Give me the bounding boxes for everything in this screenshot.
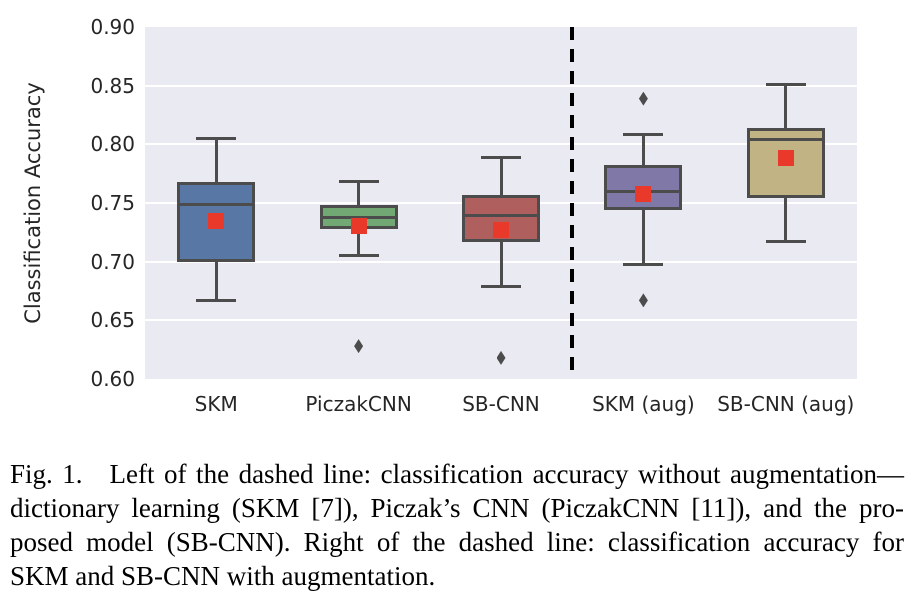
caption-line: SKM and SB-CNN with augmentation. (10, 561, 436, 591)
boxplot-chart: Classification Accuracy 0.90 0.85 0.80 0.75… (21, 15, 857, 416)
y-tick-label: 0.80 (90, 132, 135, 157)
x-tick-label-skm-aug: SKM (aug) (592, 392, 695, 416)
sb-cnn-median-line (465, 214, 537, 218)
piczakcnn-median-line (322, 215, 395, 219)
y-tick-label: 0.60 (90, 367, 135, 391)
y-tick-label: 0.70 (90, 249, 135, 274)
skm-aug-outlier-marker (638, 293, 648, 308)
piczakcnn-outlier-marker (354, 339, 364, 354)
skm-aug-whisker-cap-top (623, 133, 664, 137)
sb-cnn-aug-mean-marker (777, 150, 794, 167)
sb-cnn-aug-whisker-cap-bottom (765, 240, 806, 244)
skm-aug-whisker-cap-bottom (623, 262, 664, 266)
augmentation-separator-line (570, 27, 575, 379)
x-tick-label-piczakcnn: PiczakCNN (305, 392, 412, 416)
skm-median-line (180, 202, 253, 206)
x-tick-label-sb-cnn: SB-CNN (462, 392, 540, 416)
sb-cnn-whisker-cap-top (481, 155, 521, 159)
skm-whisker-cap-top (196, 136, 237, 140)
skm-aug-mean-marker (635, 185, 652, 202)
sb-cnn-aug-whisker-cap-top (765, 82, 806, 86)
piczakcnn-whisker-cap-bottom (338, 254, 379, 258)
y-tick-label: 0.65 (90, 308, 135, 333)
x-tick-label-skm: SKM (194, 392, 238, 416)
sb-cnn-whisker-cap-bottom (481, 284, 521, 288)
gridline (145, 319, 857, 322)
piczakcnn-whisker-cap-top (338, 180, 379, 184)
skm-mean-marker (208, 212, 225, 229)
plot-area (145, 27, 857, 379)
y-tick-label: 0.75 (90, 191, 135, 215)
caption-line: dictionary learning (SKM [7]), Piczak’s … (10, 493, 904, 523)
caption-line: Fig. 1. Left of the dashed line: classif… (10, 459, 904, 489)
gridline (145, 84, 857, 87)
skm-whisker-cap-bottom (196, 298, 237, 302)
caption-line: posed model (SB-CNN). Right of the dashe… (10, 527, 904, 557)
figure-caption: Fig. 1. Left of the dashed line: classif… (10, 457, 904, 593)
sb-cnn-outlier-marker (496, 350, 506, 365)
y-tick-label: 0.90 (90, 15, 135, 39)
skm-aug-outlier-marker (638, 91, 648, 106)
piczakcnn-mean-marker (350, 218, 367, 235)
sb-cnn-mean-marker (493, 221, 509, 238)
gridline (145, 143, 857, 146)
x-tick-label-sb-cnn-aug: SB-CNN (aug) (717, 392, 855, 416)
sb-cnn-aug-median-line (749, 138, 822, 142)
y-tick-label: 0.85 (90, 73, 135, 98)
y-axis-title: Classification Accuracy (21, 82, 45, 324)
